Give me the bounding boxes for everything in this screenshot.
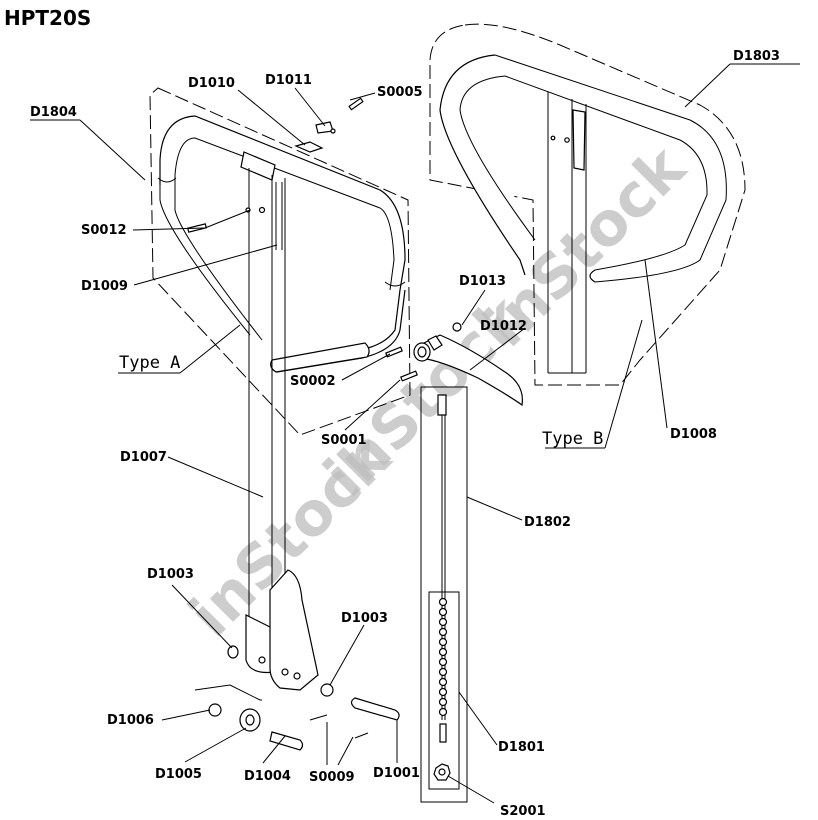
handle-type-a	[149, 87, 411, 436]
label-d1801: D1801	[498, 740, 545, 755]
label-type-b: Type B	[542, 429, 603, 449]
label-d1001: D1001	[373, 766, 420, 781]
handle-tube-a	[159, 115, 406, 373]
handle-type-b	[429, 23, 746, 386]
main-tube	[245, 168, 319, 691]
label-d1008: D1008	[670, 427, 717, 442]
label-d1010: D1010	[188, 76, 235, 91]
lower-parts	[194, 645, 400, 751]
label-d1009: D1009	[81, 279, 128, 294]
label-s2001: S2001	[500, 804, 546, 819]
label-s0002: S0002	[290, 374, 336, 389]
label-d1003-left: D1003	[147, 567, 194, 582]
part-labels: D1804 D1010 D1011 S0005 S0012 D1009 D180…	[30, 49, 780, 819]
chain-links	[438, 597, 448, 717]
label-d1005: D1005	[155, 767, 202, 782]
label-s0001: S0001	[321, 433, 367, 448]
handle-tube-b	[439, 54, 526, 276]
label-d1013: D1013	[459, 274, 506, 289]
release-lever	[385, 322, 523, 407]
type-b-boundary	[429, 23, 746, 386]
label-d1003-right: D1003	[341, 611, 388, 626]
label-d1803: D1803	[733, 49, 780, 64]
label-s0005: S0005	[377, 85, 423, 100]
label-s0012: S0012	[81, 223, 127, 238]
chain-rod-assembly	[420, 386, 468, 803]
label-d1802: D1802	[524, 515, 571, 530]
label-d1804: D1804	[30, 105, 77, 120]
label-d1007: D1007	[120, 450, 167, 465]
type-a-boundary	[149, 87, 411, 436]
label-d1011: D1011	[265, 73, 312, 88]
leader-lines	[30, 63, 800, 804]
label-d1012: D1012	[480, 319, 527, 334]
label-d1006: D1006	[107, 713, 154, 728]
label-s0009: S0009	[309, 770, 355, 785]
label-d1004: D1004	[244, 769, 291, 784]
diagram-title: HPT20S	[4, 6, 92, 30]
top-linkage-parts	[187, 97, 364, 233]
label-type-a: Type A	[119, 353, 180, 373]
